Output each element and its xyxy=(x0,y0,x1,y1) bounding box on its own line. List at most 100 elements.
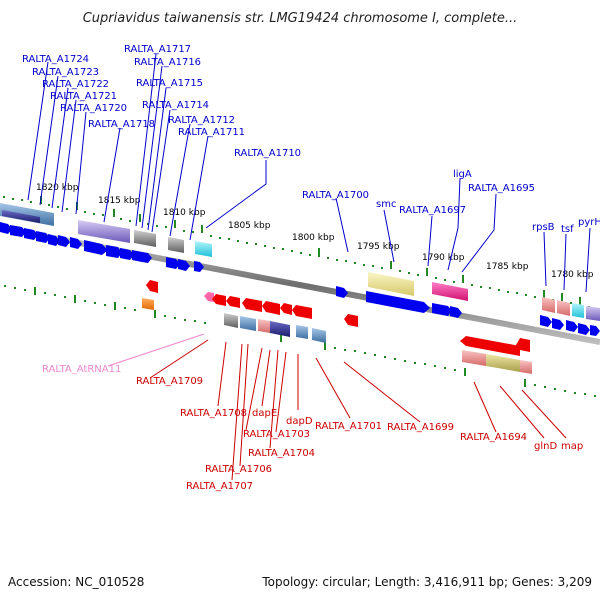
forward-gene-arrow xyxy=(36,231,50,243)
gene-label[interactable]: RALTA_A1711 xyxy=(178,127,245,138)
scale-label: 1790 kbp xyxy=(422,253,465,263)
scale-label: 1820 kbp xyxy=(36,183,79,193)
forward-gene-blocks xyxy=(0,203,600,321)
gene-label[interactable]: RALTA_A1718 xyxy=(88,119,155,130)
forward-gene-arrow xyxy=(84,240,108,255)
reverse-gene-features xyxy=(142,280,532,374)
forward-gene-arrow xyxy=(178,259,190,271)
scale-label: 1815 kbp xyxy=(98,196,141,206)
gene-label[interactable]: RALTA_A1716 xyxy=(134,57,201,68)
gene-label[interactable]: dapD xyxy=(286,416,313,427)
gene-label[interactable]: RALTA_A1712 xyxy=(168,115,235,126)
gene-label[interactable]: RALTA_A1704 xyxy=(248,448,315,459)
reverse-gene-arrow xyxy=(226,296,240,308)
map-title: Cupriavidus taiwanensis str. LMG19424 ch… xyxy=(83,11,518,26)
gene-label[interactable]: RALTA_A1706 xyxy=(205,464,272,475)
forward-gene-arrow xyxy=(450,306,462,318)
gene-label[interactable]: RALTA_A1694 xyxy=(460,432,527,443)
gene-label[interactable]: RALTA_A1700 xyxy=(302,190,369,201)
gene-block xyxy=(134,230,156,247)
gene-block xyxy=(586,306,600,321)
gene-label[interactable]: rpsB xyxy=(532,222,555,233)
forward-gene-arrow xyxy=(106,245,122,258)
gene-label[interactable]: tsf xyxy=(561,224,574,235)
gene-label[interactable]: glnD xyxy=(534,441,557,452)
reverse-gene-arrow xyxy=(262,301,280,315)
forward-gene-arrow xyxy=(194,261,204,272)
gene-block xyxy=(486,354,520,372)
gene-label[interactable]: dapE xyxy=(252,408,277,419)
gene-label[interactable]: RALTA_A1714 xyxy=(142,100,209,111)
trna-feature xyxy=(204,292,214,302)
forward-gene-arrow xyxy=(366,291,430,313)
reverse-gene-arrow xyxy=(460,336,520,356)
reverse-labels: RALTA_AtRNA11 RALTA_A1709 RALTA_A1708 da… xyxy=(42,364,583,492)
gene-block xyxy=(432,282,468,301)
gene-label[interactable]: RALTA_A1723 xyxy=(32,67,99,78)
gene-block xyxy=(78,220,130,243)
gene-label[interactable]: RALTA_A1724 xyxy=(22,54,89,65)
gene-label[interactable]: RALTA_A1707 xyxy=(186,481,253,492)
gene-label[interactable]: RALTA_A1715 xyxy=(136,78,203,89)
forward-gene-arrow xyxy=(120,248,134,260)
forward-gene-arrow xyxy=(48,234,60,246)
gene-label[interactable]: RALTA_A1717 xyxy=(124,44,191,55)
forward-gene-arrow xyxy=(336,286,348,298)
gene-label[interactable]: RALTA_A1722 xyxy=(42,79,109,90)
forward-gene-arrow xyxy=(432,303,452,316)
forward-gene-arrow xyxy=(24,228,38,240)
gene-label[interactable]: RALTA_A1695 xyxy=(468,183,535,194)
scale-labels: 1820 kbp 1815 kbp 1810 kbp 1805 kbp 1800… xyxy=(36,183,594,280)
reverse-label-leaders xyxy=(149,339,567,481)
gene-block xyxy=(2,210,40,223)
gene-label[interactable]: ligA xyxy=(453,169,472,180)
gene-label[interactable]: RALTA_A1721 xyxy=(50,91,117,102)
reverse-gene-arrow xyxy=(212,294,226,306)
gene-label[interactable]: RALTA_A1709 xyxy=(136,376,203,387)
gene-label[interactable]: RALTA_A1710 xyxy=(234,148,301,159)
forward-gene-arrow xyxy=(10,225,26,237)
forward-gene-arrow xyxy=(0,222,12,234)
gene-block xyxy=(368,272,414,296)
gene-block xyxy=(520,360,532,374)
forward-labels: RALTA_A1724 RALTA_A1723 RALTA_A1722 RALT… xyxy=(22,44,600,235)
scale-label: 1785 kbp xyxy=(486,262,529,272)
reverse-gene-arrow xyxy=(280,303,292,315)
forward-gene-arrow xyxy=(142,252,152,263)
forward-gene-arrows xyxy=(0,222,600,336)
gene-block xyxy=(168,237,184,253)
gene-block xyxy=(195,241,212,257)
forward-gene-arrow xyxy=(590,325,600,336)
gene-block xyxy=(557,300,570,316)
forward-label-leaders xyxy=(27,53,591,293)
reverse-gene-arrow xyxy=(146,280,158,293)
scale-label: 1800 kbp xyxy=(292,233,335,243)
forward-gene-arrow xyxy=(578,323,590,335)
gene-label[interactable]: RALTA_A1699 xyxy=(387,422,454,433)
forward-gene-arrow xyxy=(166,257,180,269)
gene-label[interactable]: RALTA_A1720 xyxy=(60,103,127,114)
rna-label[interactable]: RALTA_AtRNA11 xyxy=(42,364,121,375)
gene-label[interactable]: RALTA_A1697 xyxy=(399,205,466,216)
reverse-tick-track xyxy=(4,285,596,397)
forward-gene-arrow xyxy=(552,318,564,330)
scale-label: 1805 kbp xyxy=(228,221,271,231)
gene-label[interactable]: RALTA_A1703 xyxy=(243,429,310,440)
gene-block xyxy=(258,319,270,333)
forward-gene-arrow xyxy=(566,320,578,332)
gene-block xyxy=(0,203,54,226)
forward-tick-track xyxy=(3,196,590,308)
scale-label: 1780 kbp xyxy=(551,270,594,280)
scale-label: 1810 kbp xyxy=(163,208,206,218)
reverse-gene-arrow xyxy=(344,314,358,327)
gene-label[interactable]: pyrH xyxy=(578,217,600,228)
gene-label[interactable]: smc xyxy=(376,199,396,210)
forward-gene-arrow xyxy=(540,315,552,327)
gene-block xyxy=(270,321,290,337)
reverse-gene-arrow xyxy=(242,298,262,312)
gene-label[interactable]: RALTA_A1701 xyxy=(315,421,382,432)
gene-label[interactable]: RALTA_A1708 xyxy=(180,408,247,419)
gene-label[interactable]: map xyxy=(561,441,583,452)
forward-gene-arrow xyxy=(58,235,70,247)
